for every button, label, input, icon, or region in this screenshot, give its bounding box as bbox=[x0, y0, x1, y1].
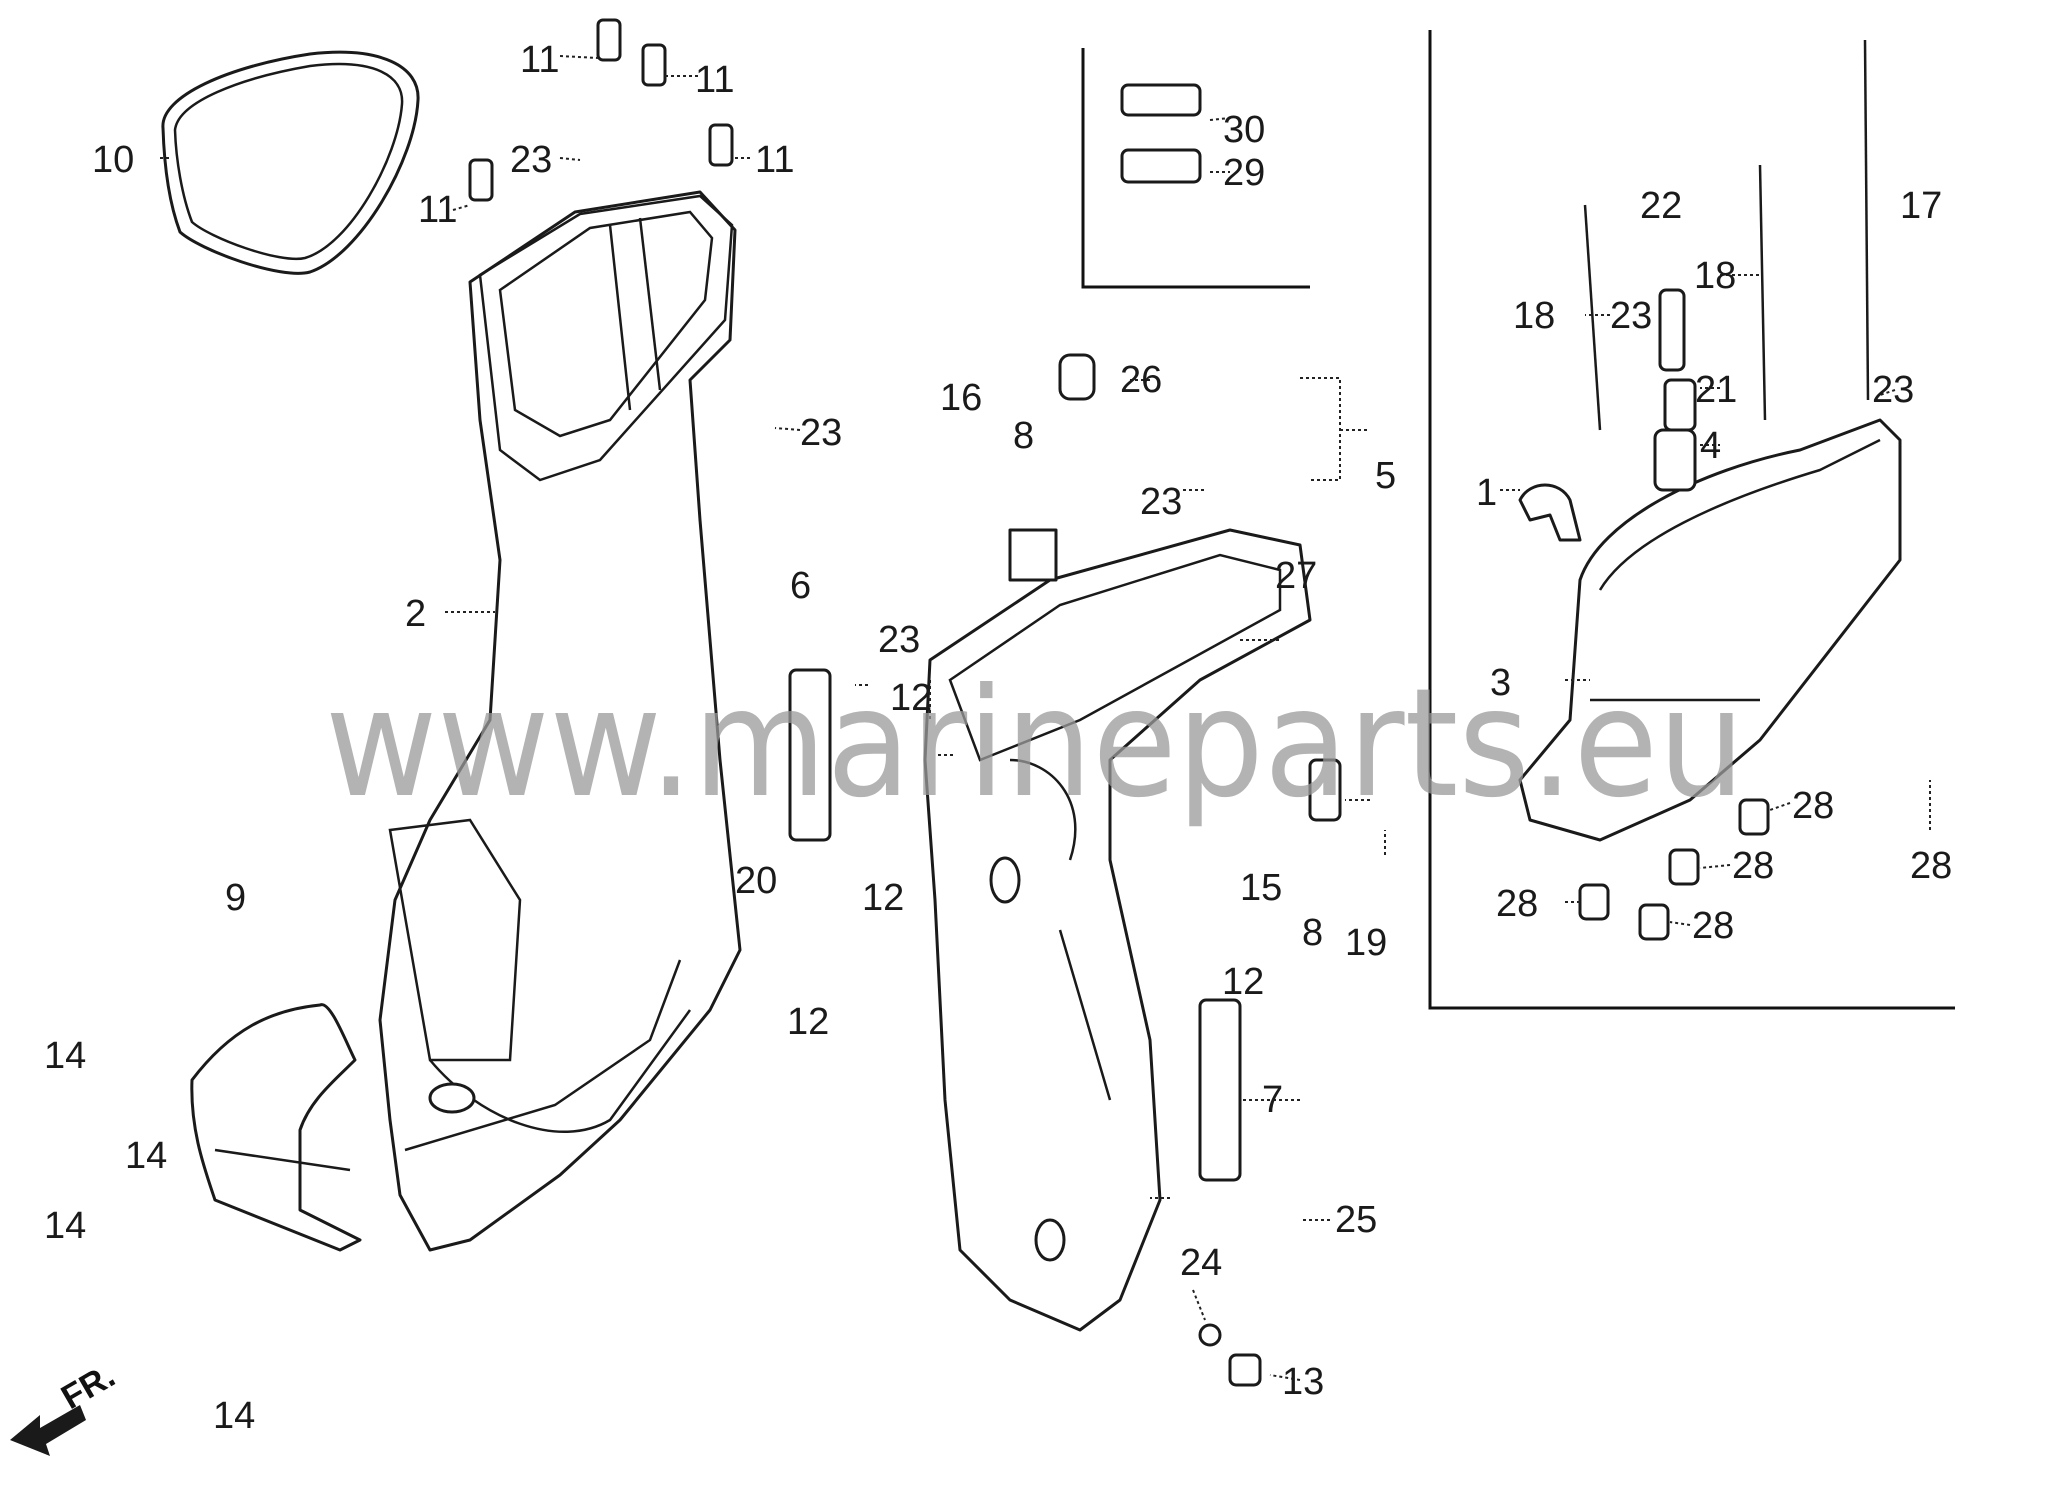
part-label-12: 12 bbox=[862, 877, 904, 919]
part-label-11: 11 bbox=[520, 39, 559, 81]
part-label-6: 6 bbox=[790, 565, 811, 607]
part-label-26: 26 bbox=[1120, 359, 1162, 401]
part-label-23: 23 bbox=[878, 619, 920, 661]
part-label-20: 20 bbox=[735, 860, 777, 902]
part-label-30: 30 bbox=[1223, 109, 1265, 151]
inset-frame-top bbox=[1081, 48, 1310, 289]
part-label-2: 2 bbox=[405, 593, 426, 635]
part-label-24: 24 bbox=[1180, 1242, 1222, 1284]
part-label-28: 28 bbox=[1692, 905, 1734, 947]
part-label-4: 4 bbox=[1700, 425, 1721, 467]
part-label-8: 8 bbox=[1013, 415, 1034, 457]
part-label-14: 14 bbox=[44, 1035, 86, 1077]
lower-cover bbox=[190, 1003, 362, 1252]
part-label-28: 28 bbox=[1496, 883, 1538, 925]
part-label-19: 19 bbox=[1345, 922, 1387, 964]
leader-lines bbox=[160, 55, 1931, 1381]
part-label-23: 23 bbox=[1610, 295, 1652, 337]
part-label-11: 11 bbox=[695, 59, 734, 101]
part-label-23: 23 bbox=[1872, 369, 1914, 411]
part-label-23: 23 bbox=[1140, 481, 1182, 523]
part-label-12: 12 bbox=[890, 677, 932, 719]
extension-case bbox=[378, 190, 742, 1252]
bolt-parts bbox=[468, 18, 1870, 1387]
oil-case bbox=[1518, 418, 1902, 842]
part-label-12: 12 bbox=[1222, 961, 1264, 1003]
part-number-labels: 11 11 11 11 23 10 23 2 9 14 14 14 14 16 … bbox=[44, 39, 1952, 1437]
front-marker-label: FR. bbox=[55, 1357, 121, 1417]
part-label-23: 23 bbox=[510, 139, 552, 181]
part-label-14: 14 bbox=[44, 1205, 86, 1247]
part-label-16: 16 bbox=[940, 377, 982, 419]
part-label-5: 5 bbox=[1375, 455, 1396, 497]
part-label-27: 27 bbox=[1275, 555, 1317, 597]
part-label-12: 12 bbox=[787, 1001, 829, 1043]
part-label-28: 28 bbox=[1910, 845, 1952, 887]
part-label-28: 28 bbox=[1732, 845, 1774, 887]
part-label-29: 29 bbox=[1223, 152, 1265, 194]
part-label-11: 11 bbox=[418, 189, 457, 231]
part-label-21: 21 bbox=[1695, 369, 1737, 411]
part-label-14: 14 bbox=[213, 1395, 255, 1437]
part-label-18: 18 bbox=[1694, 255, 1736, 297]
part-label-28: 28 bbox=[1792, 785, 1834, 827]
inset-frame-right bbox=[1428, 30, 1955, 1010]
part-label-7: 7 bbox=[1262, 1079, 1283, 1121]
front-direction-arrow: FR. bbox=[10, 1357, 121, 1456]
part-label-23: 23 bbox=[800, 412, 842, 454]
part-label-14: 14 bbox=[125, 1135, 167, 1177]
part-label-3: 3 bbox=[1490, 662, 1511, 704]
part-label-25: 25 bbox=[1335, 1199, 1377, 1241]
part-label-1: 1 bbox=[1476, 472, 1497, 514]
gasket-ring bbox=[161, 50, 420, 275]
part-label-15: 15 bbox=[1240, 867, 1282, 909]
part-label-22: 22 bbox=[1640, 185, 1682, 227]
part-label-17: 17 bbox=[1900, 185, 1942, 227]
part-label-18: 18 bbox=[1513, 295, 1555, 337]
part-label-9: 9 bbox=[225, 877, 246, 919]
part-label-10: 10 bbox=[92, 139, 134, 181]
watermark-text: www.marineparts.eu bbox=[325, 657, 1745, 831]
part-label-8: 8 bbox=[1302, 912, 1323, 954]
lower-case-housing bbox=[923, 528, 1312, 1332]
part-label-13: 13 bbox=[1282, 1361, 1324, 1403]
part-label-11: 11 bbox=[755, 139, 794, 181]
